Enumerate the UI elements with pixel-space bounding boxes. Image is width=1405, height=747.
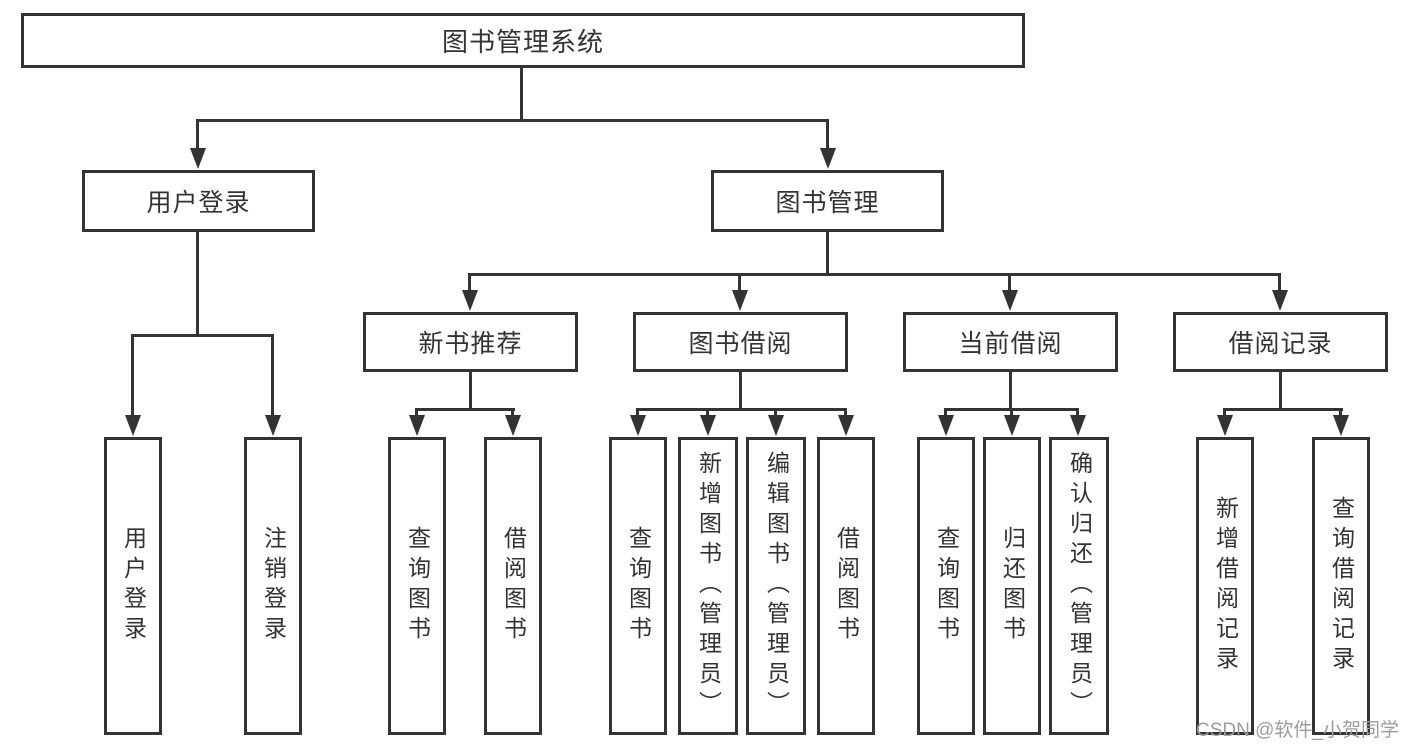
arrow-down-icon [1217,415,1233,436]
connector-line [1278,273,1281,292]
watermark-text: CSDN @软件_小贺同学 [1196,720,1399,741]
connector-line [468,273,471,292]
leaf-confirm-return-admin: 确认归还（管理员） [1049,437,1109,735]
connector-line [1339,408,1342,417]
leaf-query-borrow-record-label: 查询借阅记录 [1328,496,1355,676]
arrow-down-icon [1333,415,1349,436]
leaf-return-books-label: 归还图书 [999,526,1026,646]
leaf-add-book-admin-label: 新增图书（管理员） [695,451,722,721]
connector-line [826,232,829,273]
leaf-query-books-borrowing: 查询图书 [609,437,667,735]
connector-line [826,119,829,150]
leaf-return-books: 归还图书 [983,437,1041,735]
leaf-borrow-books-recommend-label: 借阅图书 [500,526,527,646]
connector-line [196,119,829,122]
leaf-query-books-recommend: 查询图书 [388,437,446,735]
node-user-login: 用户登录 [82,170,315,232]
node-book-management: 图书管理 [711,170,944,232]
connector-line [469,372,472,408]
leaf-add-borrow-record-label: 新增借阅记录 [1212,496,1239,676]
connector-line [131,334,274,337]
node-borrowing-records: 借阅记录 [1173,312,1388,372]
arrow-down-icon [125,415,141,436]
node-new-book-recommendation-label: 新书推荐 [418,330,523,358]
leaf-query-books-current: 查询图书 [917,437,975,735]
connector-line [415,408,515,411]
node-book-borrowing: 图书借阅 [633,312,848,372]
arrow-down-icon [190,148,206,169]
connector-line [1223,408,1226,417]
leaf-query-books-current-label: 查询图书 [933,526,960,646]
connector-line [1009,372,1012,408]
leaf-add-borrow-record: 新增借阅记录 [1196,437,1254,735]
node-root-label: 图书管理系统 [441,27,604,57]
leaf-query-books-borrowing-label: 查询图书 [625,526,652,646]
arrow-down-icon [768,415,784,436]
arrow-down-icon [820,148,836,169]
connector-line [131,334,134,417]
arrow-down-icon [1002,290,1018,311]
connector-line [1279,372,1282,408]
node-current-borrowing-label: 当前借阅 [958,330,1063,358]
leaf-user-login-label: 用户登录 [120,526,147,646]
connector-line [520,68,523,119]
leaf-borrow-books-recommend: 借阅图书 [484,437,542,735]
leaf-logout-label: 注销登录 [260,526,287,646]
connector-line [774,408,777,417]
leaf-edit-book-admin: 编辑图书（管理员） [746,437,806,735]
leaf-query-books-recommend-label: 查询图书 [404,526,431,646]
leaf-user-login: 用户登录 [104,437,162,735]
connector-line [944,408,947,417]
arrow-down-icon [462,290,478,311]
arrow-down-icon [1272,290,1288,311]
arrow-down-icon [838,415,854,436]
node-current-borrowing: 当前借阅 [903,312,1118,372]
arrow-down-icon [505,415,521,436]
leaf-borrow-books-borrowing-label: 借阅图书 [833,526,860,646]
connector-line [511,408,514,417]
connector-line [636,408,847,411]
node-user-login-label: 用户登录 [146,189,251,217]
connector-line [1010,408,1013,417]
arrow-down-icon [700,415,716,436]
leaf-borrow-books-borrowing: 借阅图书 [817,437,875,735]
node-book-management-label: 图书管理 [775,189,880,217]
node-new-book-recommendation: 新书推荐 [363,312,578,372]
connector-line [415,408,418,417]
connector-line [706,408,709,417]
arrow-down-icon [732,290,748,311]
leaf-edit-book-admin-label: 编辑图书（管理员） [763,451,790,721]
connector-line [271,334,274,417]
arrow-down-icon [409,415,425,436]
node-borrowing-records-label: 借阅记录 [1228,330,1333,358]
leaf-logout: 注销登录 [244,437,302,735]
node-book-borrowing-label: 图书借阅 [688,330,793,358]
connector-line [636,408,639,417]
arrow-down-icon [1070,415,1086,436]
arrow-down-icon [938,415,954,436]
arrow-down-icon [630,415,646,436]
connector-line [1008,273,1011,292]
leaf-query-borrow-record: 查询借阅记录 [1312,437,1370,735]
connector-line [739,372,742,408]
connector-line [468,273,1281,276]
arrow-down-icon [1004,415,1020,436]
leaf-confirm-return-admin-label: 确认归还（管理员） [1066,451,1093,721]
connector-line [196,119,199,150]
connector-line [196,232,199,334]
connector-line [844,408,847,417]
connector-line [738,273,741,292]
node-root-library-system: 图书管理系统 [21,13,1025,68]
arrow-down-icon [265,415,281,436]
connector-line [1223,408,1343,411]
leaf-add-book-admin: 新增图书（管理员） [678,437,738,735]
connector-line [1076,408,1079,417]
